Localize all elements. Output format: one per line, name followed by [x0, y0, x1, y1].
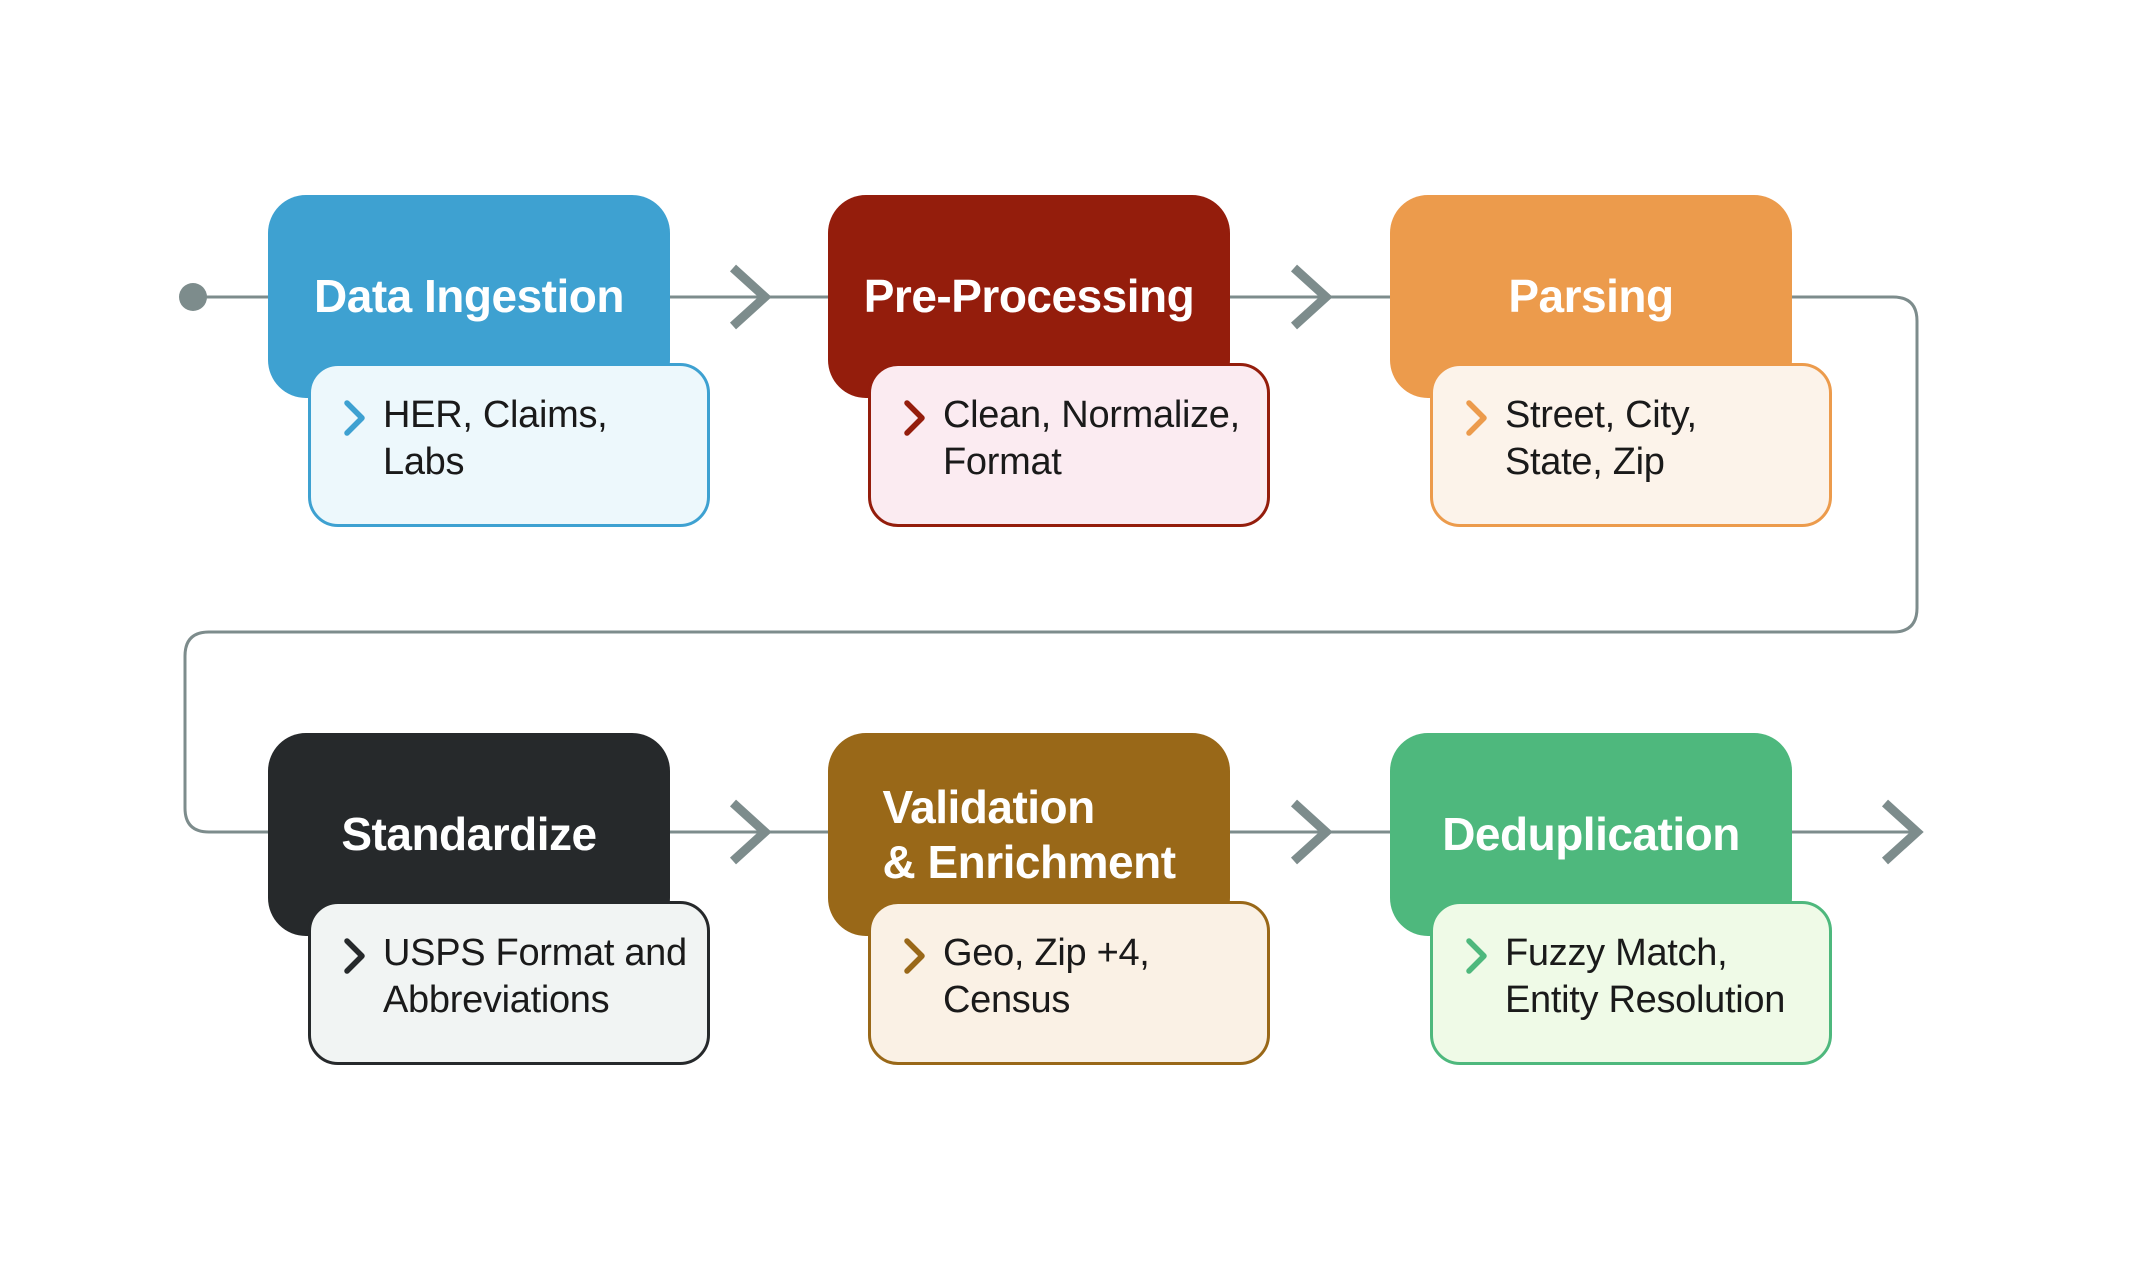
stage-title: Data Ingestion [314, 270, 624, 322]
stage-deduplication: Deduplication Fuzzy Match, Entity Resolu… [1390, 733, 1832, 1103]
stage-detail-text: Street, City, State, Zip [1505, 394, 1697, 483]
stage-detail-card: USPS Format and Abbreviations [308, 901, 710, 1065]
stage-validation-enrichment: Validation & Enrichment Geo, Zip +4, Cen… [828, 733, 1270, 1103]
stage-detail-text: Fuzzy Match, Entity Resolution [1505, 932, 1786, 1021]
flow-arrow-icon [729, 264, 772, 330]
stage-detail-card: Street, City, State, Zip [1430, 363, 1832, 527]
chevron-right-icon [1466, 938, 1487, 974]
stage-title: Pre-Processing [863, 270, 1195, 322]
stage-title: Standardize [341, 808, 597, 860]
stage-title: Parsing [1508, 270, 1674, 322]
connector-line-segments [193, 295, 1912, 834]
chevron-right-icon [904, 938, 925, 974]
stage-detail-card: Geo, Zip +4, Census [868, 901, 1270, 1065]
stage-detail-text: Clean, Normalize, Format [943, 394, 1240, 483]
flow-arrow-icon [1881, 799, 1924, 865]
flow-arrow-icon [1290, 264, 1333, 330]
stage-detail-text: USPS Format and Abbreviations [383, 932, 687, 1021]
stage-detail-card: Fuzzy Match, Entity Resolution [1430, 901, 1832, 1065]
chevron-right-icon [904, 400, 925, 436]
flow-arrow-icon [1290, 799, 1333, 865]
stage-detail-card: Clean, Normalize, Format [868, 363, 1270, 527]
flow-arrow-icon [729, 799, 772, 865]
stage-title: Deduplication [1442, 808, 1740, 860]
chevron-right-icon [1466, 400, 1487, 436]
stage-parsing: Parsing Street, City, State, Zip [1390, 195, 1832, 565]
stage-data-ingestion: Data Ingestion HER, Claims, Labs [268, 195, 710, 565]
wrap-connector-line [183, 295, 1919, 834]
stage-detail-text: Geo, Zip +4, Census [943, 932, 1150, 1021]
stage-detail-card: HER, Claims, Labs [308, 363, 710, 527]
stage-pre-processing: Pre-Processing Clean, Normalize, Format [828, 195, 1270, 565]
chevron-right-icon [344, 400, 365, 436]
stage-title: Validation & Enrichment [882, 780, 1176, 888]
stage-detail-text: HER, Claims, Labs [383, 394, 608, 483]
chevron-right-icon [344, 938, 365, 974]
stage-standardize: Standardize USPS Format and Abbreviation… [268, 733, 710, 1103]
